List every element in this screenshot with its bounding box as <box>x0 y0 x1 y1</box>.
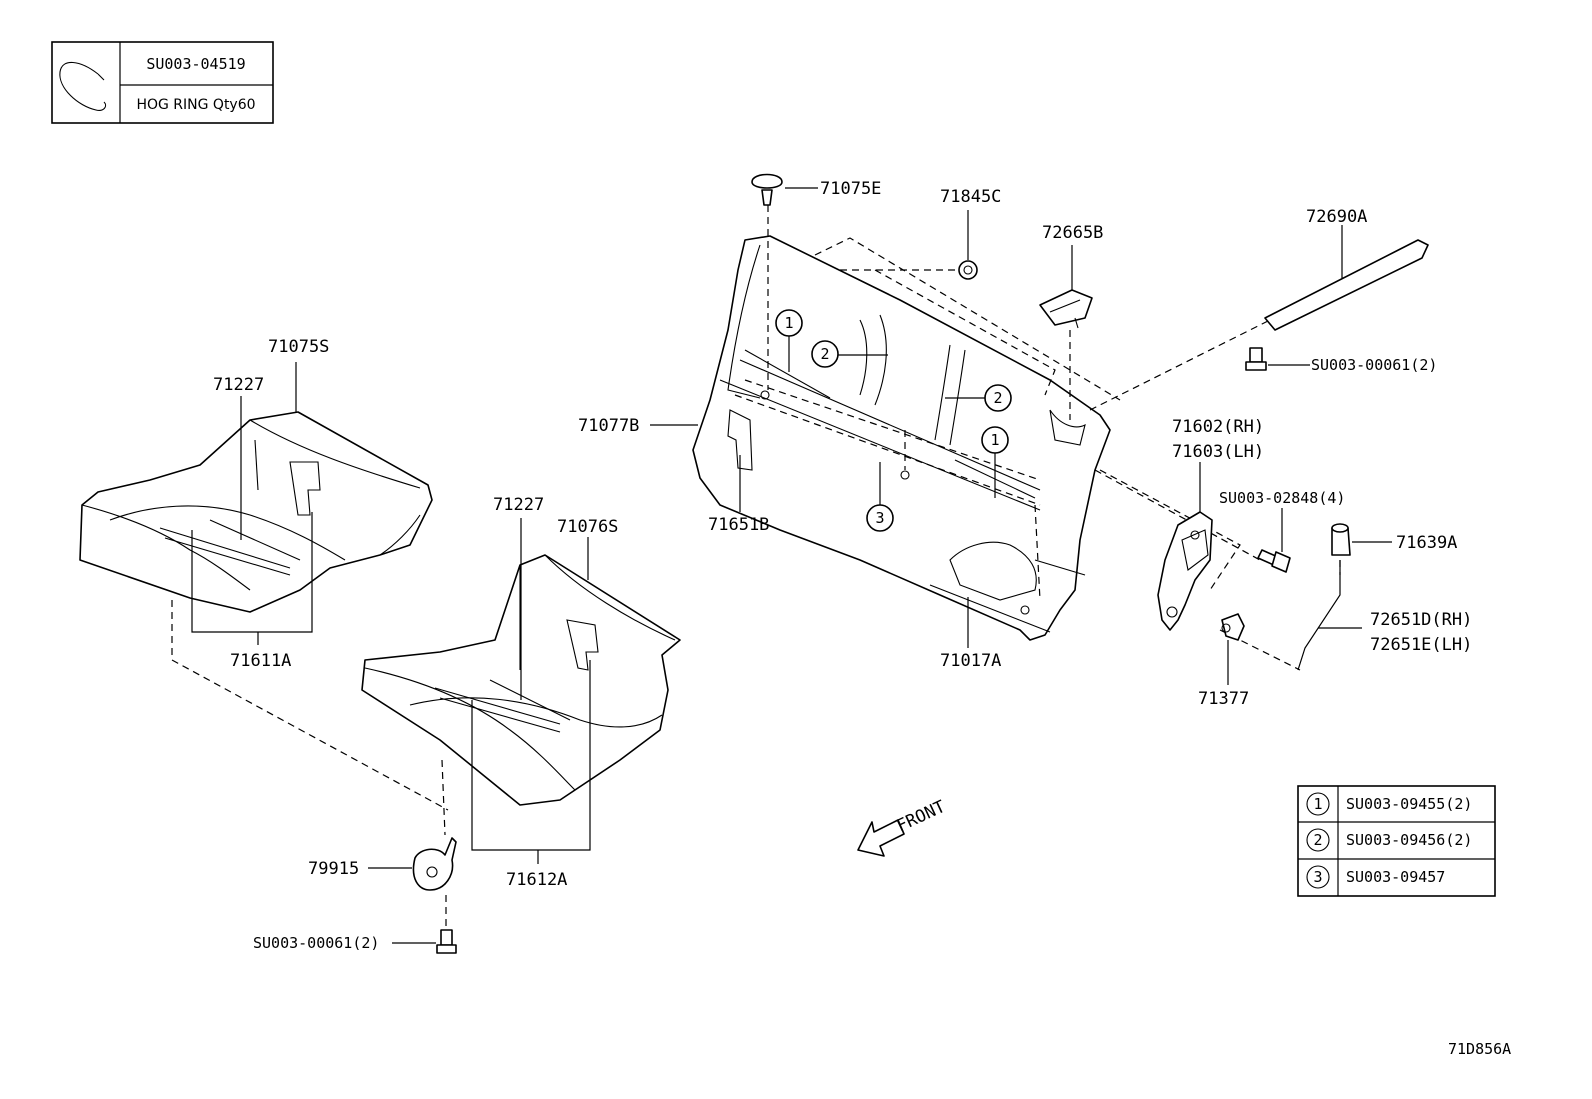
label-su00061-bottom: SU003-00061(2) <box>253 934 379 952</box>
label-71651B: 71651B <box>708 515 769 535</box>
callout-2-right: 2 <box>984 384 1012 412</box>
hog-ring-icon <box>59 61 107 111</box>
label-79915: 79915 <box>308 859 359 879</box>
label-su00061-top: SU003-00061(2) <box>1311 356 1437 374</box>
label-71227-right: 71227 <box>493 495 544 515</box>
front-label: FRONT <box>894 797 949 837</box>
bolt-su02848 <box>1257 508 1291 573</box>
label-71017A: 71017A <box>940 651 1001 671</box>
diagram-code: 71D856A <box>1448 1040 1511 1058</box>
label-71612A: 71612A <box>506 870 567 890</box>
seat-back <box>692 235 1111 641</box>
legend-row-2: 2 SU003-09456(2) <box>1306 828 1472 852</box>
svg-text:2: 2 <box>993 389 1002 407</box>
label-71603: 71603(LH) <box>1172 442 1264 462</box>
bolt-su00061-top <box>1245 347 1310 371</box>
label-71602: 71602(RH) <box>1172 417 1264 437</box>
legend-code-3: SU003-09457 <box>1346 868 1445 886</box>
label-72651D: 72651D(RH) <box>1370 610 1472 630</box>
label-71075E: 71075E <box>820 179 881 199</box>
svg-text:2: 2 <box>820 345 829 363</box>
callout-2-left: 2 <box>811 340 839 368</box>
callout-1-right: 1 <box>981 426 1009 454</box>
part-labels: 71075E 71845C 72665B 72690A SU003-00061(… <box>213 179 1511 1058</box>
cushion-dash-lines <box>171 600 449 930</box>
knob-71639A <box>1331 523 1392 556</box>
label-su02848: SU003-02848(4) <box>1219 489 1345 507</box>
rod-72651 <box>1297 560 1362 671</box>
hog-ring-desc: HOG RING Qty60 <box>136 97 255 113</box>
cover-72665B <box>1039 245 1093 329</box>
leader-lines <box>191 336 996 864</box>
clip-71075E <box>751 173 818 206</box>
svg-text:1: 1 <box>1313 795 1322 813</box>
label-71227-left: 71227 <box>213 375 264 395</box>
legend-row-3: 3 SU003-09457 <box>1306 865 1445 889</box>
label-71845C: 71845C <box>940 187 1001 207</box>
svg-text:1: 1 <box>990 431 999 449</box>
svg-text:3: 3 <box>875 509 884 527</box>
label-71075S: 71075S <box>268 337 329 357</box>
label-71077B: 71077B <box>578 416 639 436</box>
front-arrow: FRONT <box>857 797 949 857</box>
trim-72690A <box>1264 225 1429 331</box>
legend-code-2: SU003-09456(2) <box>1346 831 1472 849</box>
svg-text:1: 1 <box>784 314 793 332</box>
nut-71845C <box>958 210 978 280</box>
legend-row-1: 1 SU003-09455(2) <box>1306 792 1472 816</box>
label-71611A: 71611A <box>230 651 291 671</box>
callout-3: 3 <box>866 504 894 532</box>
hog-ring-box: SU003-04519 HOG RING Qty60 <box>51 41 274 124</box>
callout-1-top: 1 <box>775 309 803 337</box>
label-72665B: 72665B <box>1042 223 1103 243</box>
legend-code-1: SU003-09455(2) <box>1346 795 1472 813</box>
seat-cushion-left <box>79 411 433 613</box>
bracket-79915 <box>368 837 457 891</box>
svg-text:3: 3 <box>1313 868 1322 886</box>
label-71639A: 71639A <box>1396 533 1457 553</box>
lock-assembly <box>1157 462 1213 631</box>
bolt-su00061-bottom <box>392 929 457 954</box>
label-72651E: 72651E(LH) <box>1370 635 1472 655</box>
svg-text:2: 2 <box>1313 831 1322 849</box>
label-71377: 71377 <box>1198 689 1249 709</box>
clip-71377 <box>1221 613 1245 685</box>
legend-table: 1 SU003-09455(2) 2 SU003-09456(2) 3 SU00… <box>1297 785 1496 897</box>
label-71076S: 71076S <box>557 517 618 537</box>
hog-ring-code: SU003-04519 <box>146 55 245 73</box>
label-72690A: 72690A <box>1306 207 1367 227</box>
